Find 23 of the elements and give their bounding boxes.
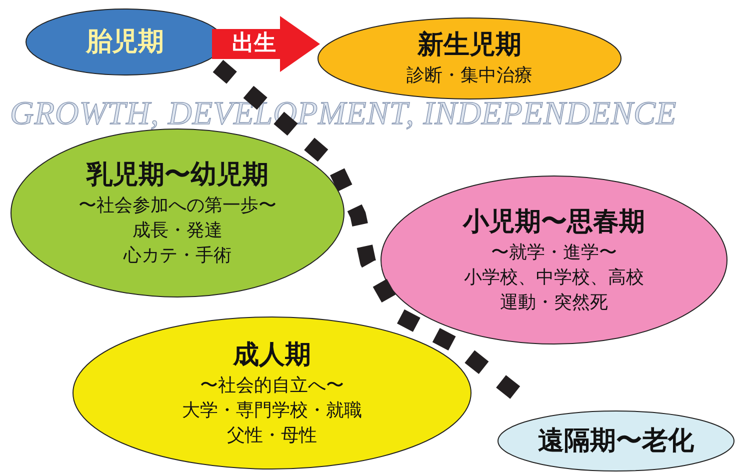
- stage-title: 胎児期: [86, 26, 164, 58]
- stage-ellipse: [497, 410, 735, 472]
- stage-note: 心カテ・手術: [124, 244, 232, 268]
- stage-title: 遠隔期〜老化: [538, 425, 694, 457]
- stage-ellipse: [380, 175, 728, 345]
- block-arrow: [212, 16, 320, 72]
- stage-note: 診断・集中治療: [406, 64, 532, 88]
- stage-title: 新生児期: [418, 29, 522, 61]
- stage-title: 成人期: [233, 338, 311, 370]
- stage-ellipse: [72, 316, 472, 470]
- stage-note: 父性・母性: [227, 424, 317, 448]
- stage-note: 〜就学・進学〜: [491, 240, 617, 264]
- stage-title: 小児期〜思春期: [463, 206, 645, 238]
- stage-ellipse: [317, 17, 622, 100]
- banner-text: GROWTH, DEVELOPMENT, INDEPENDENCE: [10, 96, 677, 132]
- stage-note: 〜社会参加への第一歩〜: [78, 194, 276, 218]
- stage-ellipse: [10, 128, 345, 298]
- stage-note: 〜社会的自立へ〜: [200, 374, 344, 398]
- stage-note: 小学校、中学校、高校: [464, 266, 644, 290]
- stage-note: 大学・専門学校・就職: [182, 398, 362, 422]
- stage-title: 乳児期〜幼児期: [86, 158, 268, 190]
- stage-note: 運動・突然死: [500, 290, 608, 314]
- stage-note: 成長・発達: [132, 218, 222, 242]
